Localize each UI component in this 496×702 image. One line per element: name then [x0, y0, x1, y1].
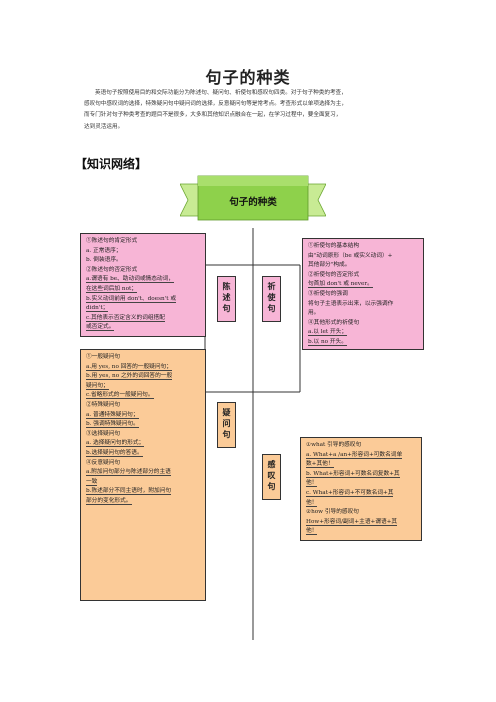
declarative-line: ①陈述句的肯定形式 — [86, 238, 138, 244]
label-char: 句 — [267, 304, 276, 313]
interrogative-box: ①一般疑问句 a.用 yes, no 回答的一般疑问句； b.用 yes, no… — [80, 349, 206, 601]
intro-line: 感叹句中感叹词的选择，特殊疑问句中疑问词的选择，反意疑问句等是常考点。考查形式以… — [84, 101, 347, 108]
section-heading: 【知识网络】 — [75, 157, 148, 171]
exclamatory-box: ①what 引导的感叹句 a. What+a /an+形容词+可数名词单 数+其… — [300, 437, 422, 541]
ribbon-shape — [180, 175, 326, 221]
declarative-label: 陈 述 句 — [217, 276, 236, 322]
imperative-line: ①祈使句的基本结构 — [308, 243, 360, 249]
interrogative-line: ②特殊疑问句 — [86, 401, 121, 408]
interrogative-label: 疑 问 句 — [217, 402, 236, 448]
imperative-line: ③祈使句的强调 — [308, 290, 348, 297]
imperative-label: 祈 使 句 — [262, 276, 281, 322]
exclamatory-line: 他！ — [306, 480, 318, 488]
interrogative-line: b.选择疑问句的答语。 — [86, 449, 143, 457]
interrogative-line: 一致 — [86, 478, 98, 486]
imperative-line: b.以 no 开头。 — [308, 338, 347, 346]
label-char: 句 — [222, 304, 231, 313]
declarative-line: b. 倒装语序。 — [86, 257, 122, 264]
interrogative-line: c.省略形式的一般疑问句。 — [86, 392, 154, 400]
declarative-line: b.实义动词前用 don't、doesn't 或 — [86, 295, 177, 303]
label-char: 叹 — [267, 471, 276, 480]
label-char: 陈 — [222, 282, 231, 291]
declarative-box: ①陈述句的肯定形式 a. 正常语序； b. 倒装语序。 ②陈述句的否定形式 a.… — [80, 233, 206, 337]
label-char: 述 — [222, 293, 231, 302]
label-char: 使 — [267, 293, 276, 302]
exclamatory-line: 他！ — [306, 499, 318, 507]
interrogative-line: ④反意疑问句 — [86, 459, 121, 466]
intro-line: 达到灵活运用。 — [84, 123, 124, 130]
imperative-line: 由"动词原形（be 或实义动词）+ — [308, 252, 393, 259]
exclamatory-line: 他！ — [306, 528, 318, 536]
intro-line: 而专门针对句子种类考查的题目不是很多，大多和其他知识点融合在一起，在学习过程中，… — [84, 112, 342, 119]
declarative-line: didn't； — [86, 305, 109, 313]
imperative-line: 其他部分"构成。 — [308, 262, 351, 269]
declarative-line: a. 正常语序； — [86, 247, 122, 254]
interrogative-line: 疑问句； — [86, 382, 109, 390]
declarative-line: ②陈述句的否定形式 — [86, 266, 138, 273]
exclamatory-line: ②how 引导的感叹句 — [306, 509, 359, 516]
exclamatory-line: c. What+形容词+不可数名词+其 — [306, 489, 394, 497]
page-title: 句子的种类 — [205, 68, 291, 87]
interrogative-line: b.陈述部分不同主语时，附加问句 — [86, 488, 172, 496]
interrogative-line: a.附加问句部分与陈述部分的主语 — [86, 469, 171, 477]
interrogative-line: ③选择疑问句 — [86, 430, 121, 437]
exclamatory-line: ①what 引导的感叹句 — [306, 442, 362, 448]
label-char: 问 — [222, 419, 231, 428]
intro-line: 英语句子按照使用目的和交际功能分为陈述句、疑问句、祈使句和感叹句四类。对于句子种… — [95, 90, 347, 96]
imperative-line: a.以 let 开头； — [308, 329, 348, 337]
imperative-line: 用。 — [308, 310, 320, 317]
interrogative-line: a. 普通特殊疑问句； — [86, 411, 139, 419]
imperative-line: 将句子主语表示出来，以示强调作 — [308, 300, 394, 307]
exclamatory-line: a. What+a /an+形容词+可数名词单 — [306, 451, 403, 459]
center-node: 句子的种类 — [180, 172, 326, 228]
declarative-line: 在这些词后加 not； — [86, 285, 137, 293]
interrogative-line: 部分的变化形式。 — [86, 497, 132, 505]
label-char: 疑 — [222, 408, 231, 417]
exclamatory-line: How+形容词/副词+主语+谓语+其 — [306, 518, 398, 526]
intro-paragraph: 英语句子按照使用目的和交际功能分为陈述句、疑问句、祈使句和感叹句四类。对于句子种… — [84, 88, 422, 133]
imperative-box: ①祈使句的基本结构 由"动词原形（be 或实义动词）+ 其他部分"构成。 ②祈使… — [302, 238, 424, 350]
exclamatory-label: 感 叹 句 — [262, 454, 281, 500]
label-char: 感 — [267, 460, 276, 469]
label-char: 句 — [267, 482, 276, 491]
label-char: 句 — [222, 430, 231, 439]
declarative-line: 或否定式。 — [86, 324, 115, 332]
center-node-label: 句子的种类 — [229, 197, 277, 208]
exclamatory-line: 数+其他！ — [306, 461, 334, 469]
imperative-line: 句首加 don't 或 never。 — [308, 281, 373, 289]
interrogative-line: b.用 yes, no 之外的词回答的一般 — [86, 373, 173, 381]
interrogative-line: a. 选择疑问句的形式； — [86, 440, 145, 448]
interrogative-line: ①一般疑问句 — [86, 354, 121, 360]
imperative-line: ④其他形式的祈使句 — [308, 319, 360, 326]
interrogative-line: a.用 yes, no 回答的一般疑问句； — [86, 363, 172, 371]
imperative-line: ②祈使句的否定形式 — [308, 271, 360, 278]
interrogative-line: b. 强调特殊疑问句。 — [86, 421, 139, 429]
declarative-line: a.谓语有 be、助动词或情态动词， — [86, 276, 174, 284]
declarative-line: c.其他表示否定含义的词组搭配 — [86, 314, 165, 322]
label-char: 祈 — [267, 282, 276, 291]
exclamatory-line: b. What+形容词+可数名词复数+其 — [306, 470, 400, 478]
